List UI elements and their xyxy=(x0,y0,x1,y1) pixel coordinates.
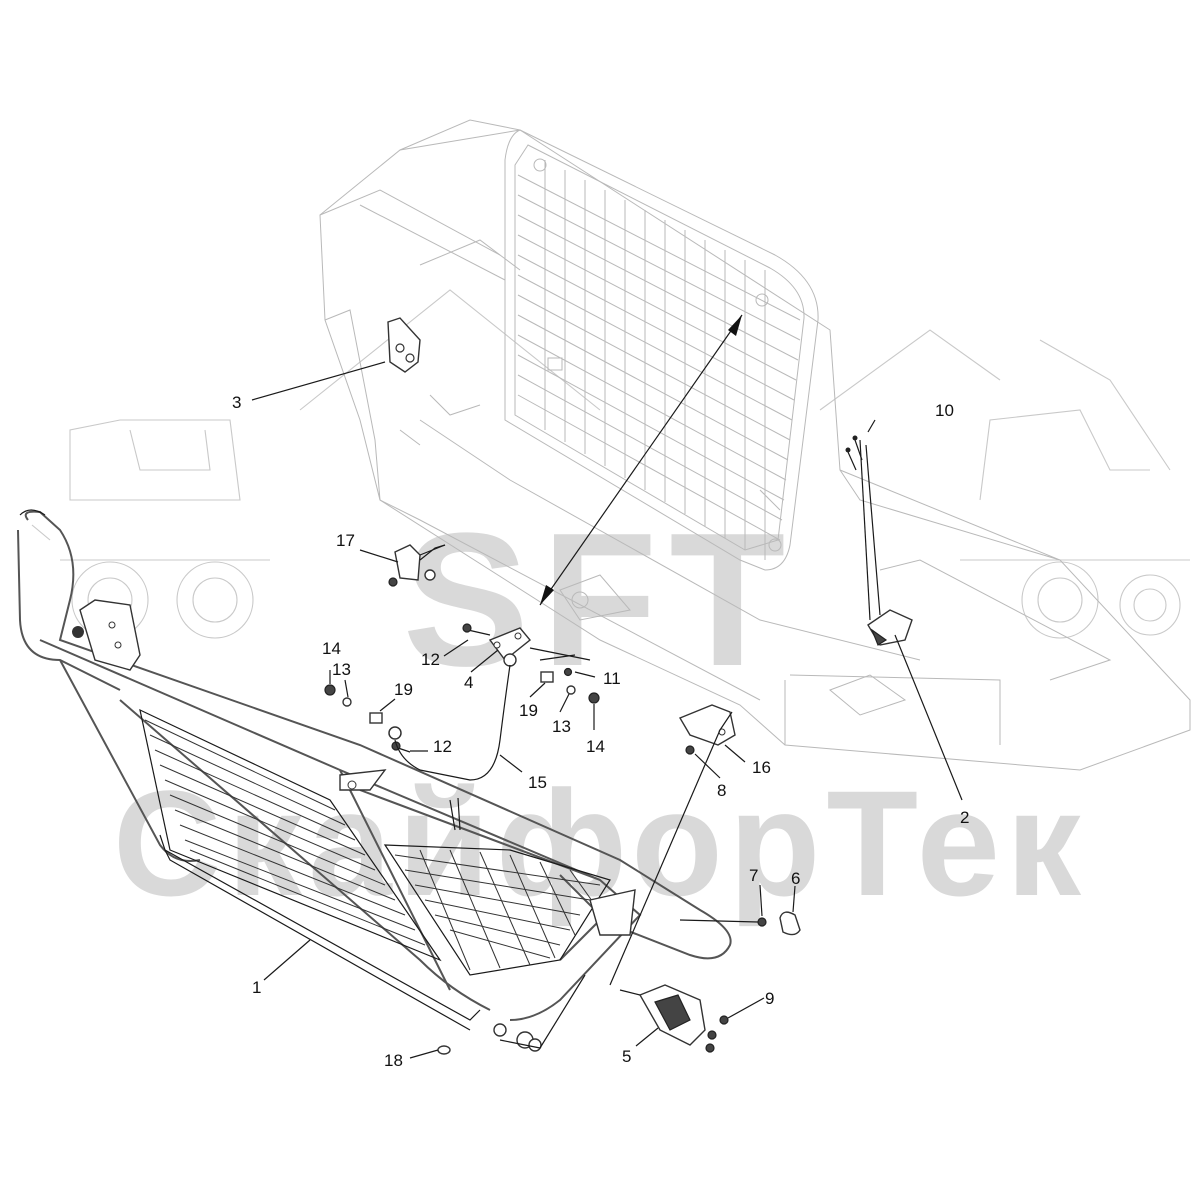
bolts-part-9 xyxy=(705,1015,729,1053)
washer-part-13-right xyxy=(566,685,576,695)
machine-body xyxy=(319,119,1191,771)
callout-11: 11 xyxy=(603,669,621,688)
bolt-part-11 xyxy=(563,667,573,677)
spacer-part-19-right xyxy=(540,671,554,683)
callout-13a: 13 xyxy=(332,660,351,679)
callout-2: 2 xyxy=(960,808,969,827)
bracket-part-16 xyxy=(678,704,736,746)
bracket-part-3 xyxy=(387,317,421,373)
callout-7: 7 xyxy=(749,866,758,885)
callout-5: 5 xyxy=(622,1047,631,1066)
callout-14a: 14 xyxy=(322,639,341,658)
callout-19a: 19 xyxy=(394,680,413,699)
callout-19b: 19 xyxy=(519,701,538,720)
callout-3: 3 xyxy=(232,393,241,412)
callout-4: 4 xyxy=(464,673,473,692)
front-guard-part-1 xyxy=(17,509,732,1052)
callout-17: 17 xyxy=(336,531,355,550)
bolt-part-12-upper xyxy=(462,623,491,636)
callout-10: 10 xyxy=(935,401,954,420)
callout-leaders xyxy=(251,361,963,1059)
ring-part-18 xyxy=(437,1045,451,1055)
callout-9: 9 xyxy=(765,989,774,1008)
screws-part-10 xyxy=(845,435,863,471)
rear-grille xyxy=(504,129,819,571)
callout-8: 8 xyxy=(717,781,726,800)
callout-14b: 14 xyxy=(586,737,605,756)
assembly-arrows xyxy=(419,314,743,1049)
watermark-logo: SFT xyxy=(403,494,798,706)
nut-part-14-left xyxy=(324,684,336,696)
bolt-part-8 xyxy=(685,745,695,755)
bumper-stop-part-6 xyxy=(779,911,801,936)
callout-6: 6 xyxy=(791,869,800,888)
callouts: 1 2 3 4 5 6 7 8 9 10 11 12 12 13 13 14 1… xyxy=(232,393,969,1070)
nut-part-14-right xyxy=(588,692,600,704)
latch-part-2 xyxy=(859,439,913,646)
nut-part-7 xyxy=(679,917,767,927)
callout-18: 18 xyxy=(384,1051,403,1070)
callout-16: 16 xyxy=(752,758,771,777)
washer-part-13-left xyxy=(342,697,352,707)
hinge-plate-part-4 xyxy=(488,627,531,667)
bolt-part-12-lower xyxy=(391,741,411,753)
callout-12b: 12 xyxy=(433,737,452,756)
spacer-part-19-left xyxy=(369,712,383,724)
callout-1: 1 xyxy=(252,978,261,997)
callout-15: 15 xyxy=(528,773,547,792)
tow-hitch-part-5 xyxy=(619,984,706,1046)
watermark-machine-right-icon xyxy=(960,339,1190,639)
callout-12a: 12 xyxy=(421,650,440,669)
cable-part-15 xyxy=(388,664,511,781)
callout-13b: 13 xyxy=(552,717,571,736)
